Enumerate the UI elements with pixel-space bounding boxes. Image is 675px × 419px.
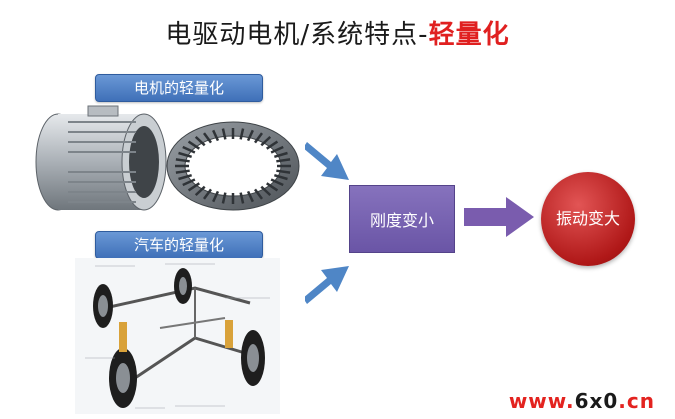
stator-slot — [276, 158, 291, 163]
stator-slot — [260, 135, 272, 147]
stator-slot — [276, 169, 291, 174]
stator-slot — [270, 145, 284, 154]
watermark-suffix: .cn — [618, 389, 655, 413]
stator-slot — [182, 178, 196, 187]
stator-slot — [239, 192, 245, 204]
stator-slot — [270, 178, 284, 187]
arrow-down-right-icon — [305, 142, 349, 180]
watermark-domain: 6x0 — [574, 389, 619, 413]
stator-slot — [253, 132, 264, 144]
watermark-prefix: www. — [508, 389, 575, 413]
stator-slot — [246, 129, 254, 142]
stator-slot — [178, 151, 192, 158]
title-main: 电驱动电机/系统特点- — [165, 20, 429, 50]
vibration-label: 振动变大 — [555, 209, 620, 228]
suspension-springs — [119, 320, 233, 352]
stiffness-decrease-box: 刚度变小 — [349, 185, 455, 253]
stator-slot — [202, 188, 213, 200]
stator-slot — [178, 174, 192, 181]
motor-stator-image — [35, 105, 300, 211]
stator-slot — [239, 128, 245, 140]
stator-slot — [266, 182, 279, 192]
stator-slot — [187, 140, 200, 150]
vehicle-chassis-image — [75, 258, 280, 414]
stator-slot — [260, 185, 272, 197]
stator-slot — [187, 182, 200, 192]
stator-slot — [246, 190, 254, 203]
stator-ring — [166, 121, 300, 211]
stator-slot — [175, 158, 190, 163]
stator-slot — [212, 190, 220, 203]
stiffness-label: 刚度变小 — [369, 211, 434, 230]
vibration-increase-circle: 振动变大 — [541, 172, 635, 266]
stator-slot — [194, 135, 206, 147]
stator-slot — [221, 128, 227, 140]
stator-slot — [274, 151, 288, 158]
motor-housing — [35, 105, 167, 211]
stator-slot — [175, 169, 190, 174]
page-title: 电驱动电机/系统特点-轻量化 — [0, 14, 675, 51]
callout-lines — [85, 263, 270, 409]
stator-slot — [202, 132, 213, 144]
stator-slot — [253, 188, 264, 200]
stator-slot — [182, 145, 196, 154]
stator-slot — [266, 140, 279, 150]
arrow-up-right-icon — [305, 266, 349, 304]
wheel-icons — [93, 268, 265, 408]
arrow-right-icon — [464, 197, 534, 237]
stator-slot — [221, 192, 227, 204]
title-accent: 轻量化 — [428, 20, 510, 50]
stator-slot — [274, 174, 288, 181]
stator-slot — [194, 185, 206, 197]
motor-lightweight-label: 电机的轻量化 — [95, 74, 263, 102]
stator-slot — [212, 129, 220, 142]
site-watermark: www.6x0.cn — [509, 389, 655, 413]
car-lightweight-label: 汽车的轻量化 — [95, 231, 263, 259]
